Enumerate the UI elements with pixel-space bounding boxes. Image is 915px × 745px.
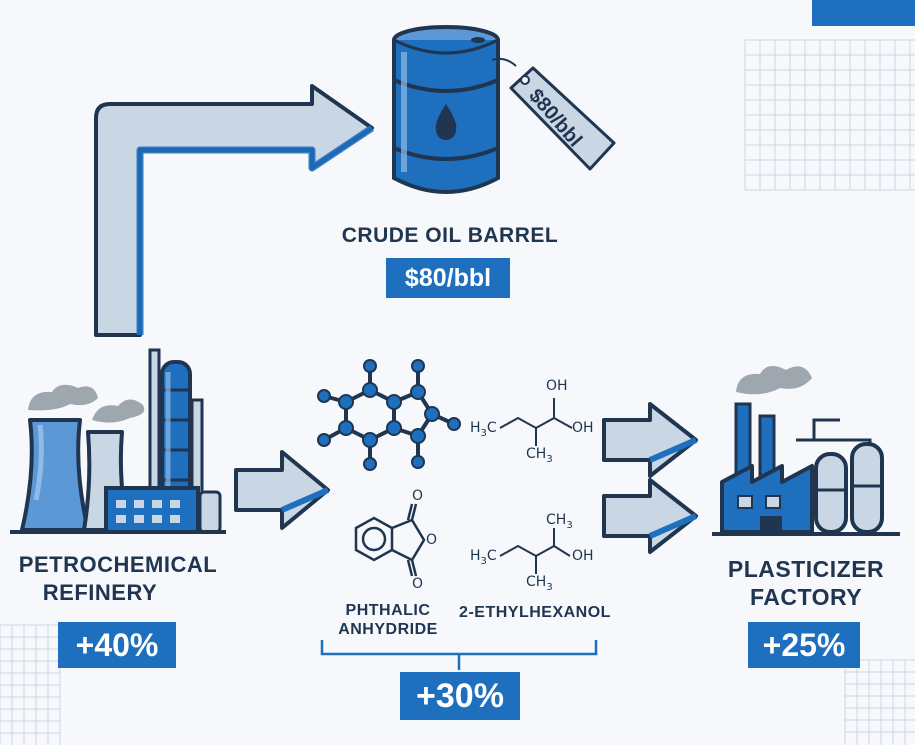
formula-b-h3c: H3C [470, 548, 497, 567]
price-tag-icon [491, 57, 616, 171]
refinery-title-line1: PETROCHEMICAL [18, 552, 218, 577]
atom-o-bottom: O [412, 576, 424, 592]
arrow-to-factory-lower [602, 478, 698, 554]
factory-title-line1: PLASTICIZER [727, 556, 885, 582]
molecule-model-icon [317, 359, 461, 471]
formula-a-h3c: H3C [470, 420, 497, 439]
atom-o-top: O [412, 488, 424, 504]
formula-b-ch3: CH3 [526, 574, 553, 593]
arrow-to-chemicals [234, 450, 330, 530]
smoke-icon [28, 384, 98, 411]
ethylhexanol-label: 2-ETHYLHEXANOL [459, 604, 611, 621]
oil-barrel-icon [392, 25, 500, 194]
factory-title-line2: FACTORY [749, 584, 863, 610]
formula-b-oh: OH [572, 548, 594, 564]
grid-pattern-bottom-left [0, 624, 61, 745]
formula-b-ch3-top: CH3 [546, 512, 573, 531]
phthalic-anhydride-structure [354, 503, 426, 577]
refinery-title-line2: REFINERY [42, 580, 158, 605]
factory-markup-badge: +25% [748, 622, 860, 668]
skeletal-formula-bottom [499, 528, 571, 574]
chemicals-bracket [320, 640, 598, 670]
formula-a-oh-top: OH [546, 378, 568, 394]
corner-accent-top-right [812, 0, 915, 26]
atom-o-middle: O [426, 532, 438, 548]
intermediates-markup-badge: +30% [400, 672, 520, 720]
formula-a-oh-right: OH [572, 420, 594, 436]
skeletal-formula-top [499, 398, 573, 446]
refinery-markup-badge: +40% [58, 622, 176, 668]
oil-drop-icon [435, 104, 457, 140]
crude-oil-price-badge: $80/bbl [386, 258, 510, 298]
elbow-arrow-shade [136, 125, 374, 335]
crude-oil-title: CRUDE OIL BARREL [341, 224, 559, 247]
phthalic-anhydride-label-line1: PHTHALIC [345, 602, 431, 619]
grid-pattern-bottom-right [844, 659, 915, 745]
refinery-icon [10, 348, 226, 534]
grid-pattern-top-right [744, 39, 915, 191]
factory-smoke-icon [736, 365, 812, 395]
arrow-to-factory-upper [602, 402, 698, 478]
phthalic-anhydride-label-line2: ANHYDRIDE [338, 621, 438, 638]
formula-a-ch3: CH3 [526, 446, 553, 465]
factory-icon [712, 365, 900, 536]
